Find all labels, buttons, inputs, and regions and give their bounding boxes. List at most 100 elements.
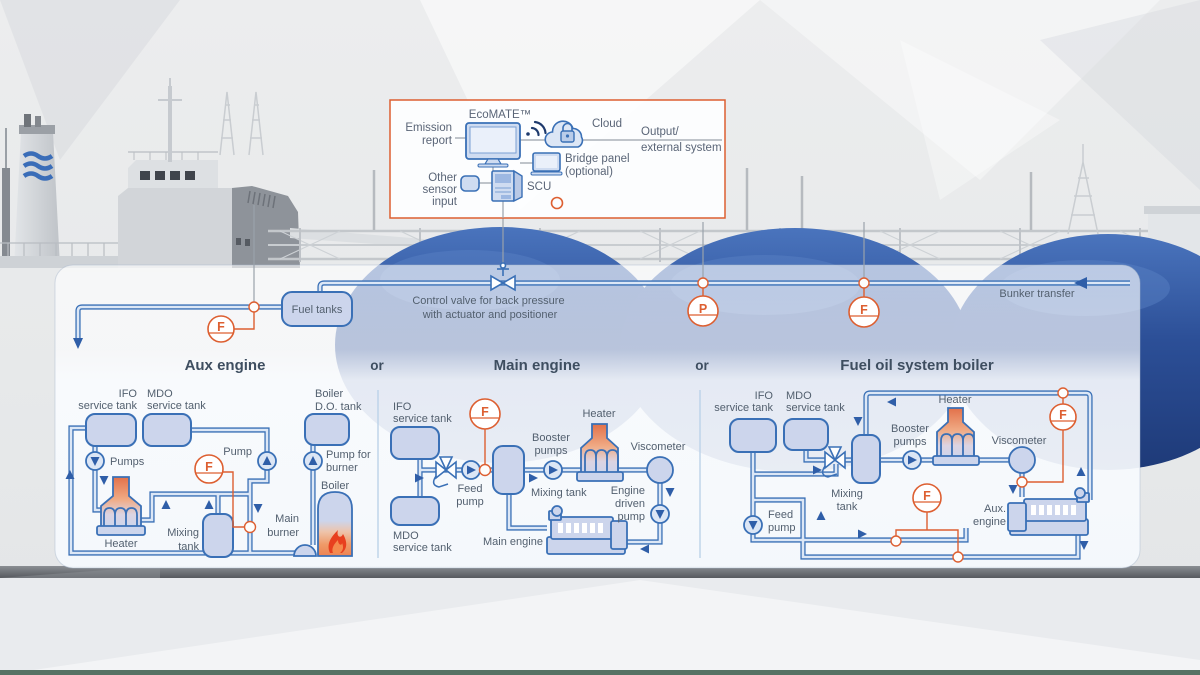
wifi-signal-icon [526,120,547,137]
arrow-up-icon [161,500,171,509]
sensor-leader-lines [253,205,865,302]
fuel-tanks [281,291,353,327]
engine-icon [546,505,628,555]
header-or: or [695,358,709,373]
flow-meter: F [469,398,501,430]
ecomate-title: EcoMATE™ [469,109,531,121]
heater-label: Heater [582,408,615,420]
pressure-meter: P [687,295,719,327]
svg-text:F: F [481,405,489,419]
boiler-do-tank [304,413,350,446]
bridge-panel-icon [530,152,563,176]
arrow-up-icon [816,511,826,520]
pump-icon [543,460,563,480]
sensor-tap [1057,387,1069,399]
ecomate-system-box: EcoMATE™ [389,99,726,219]
section-headers: Aux engine or Main engine or Fuel oil sy… [185,357,994,374]
system-panel [54,264,1141,569]
cloud-icon [544,120,584,148]
sensor-tap [243,520,257,534]
ifo-service-tank [85,413,137,447]
svg-text:F: F [1059,408,1067,422]
bridge-panel-label: Bridge panel(optional) [565,153,630,178]
bridge-wing [232,186,300,268]
arrow-down-icon [1079,541,1089,550]
arrow-left-icon [640,544,649,554]
funnel-logo-waves [22,151,54,181]
hull [0,566,1200,675]
svg-text:F: F [205,460,213,474]
scu-icon [491,169,523,203]
mdo-service-tank [142,413,192,447]
arrow-right-icon [415,473,424,483]
arrow-down-icon [73,338,83,349]
pump-icon [85,451,105,471]
sensor-tap [952,551,964,563]
cloud-label: Cloud [592,118,622,130]
pump-icon [743,515,763,535]
ifo-service-tank [729,418,777,453]
mixing-tank [202,513,234,558]
sensor-input-icon [460,175,480,192]
viscometer-icon [646,456,674,484]
three-way-valve-icon [821,446,846,478]
ship-port-structure [2,168,10,268]
pump-icon [650,504,670,524]
fuel-tanks-label: Fuel tanks [292,304,343,316]
pump-icon [902,450,922,470]
arrow-down-icon [253,504,263,513]
header-main-engine: Main engine [494,357,581,374]
heater-icon [576,423,624,482]
viscometer-label: Viscometer [992,435,1047,447]
heater-label: Heater [938,394,971,406]
arrow-down-icon [665,488,675,497]
arrow-down-icon [1008,485,1018,494]
burner-icon [293,544,317,557]
deck-poles [372,168,1033,230]
svg-text:P: P [699,302,707,316]
viscometer-label: Viscometer [631,441,686,453]
mdo-service-tank [390,496,440,526]
header-fuel-oil-boiler: Fuel oil system boiler [840,357,994,374]
boiler-icon [293,491,353,557]
bunker-transfer-label: Bunker transfer [999,288,1075,300]
waterline [0,670,1200,675]
arrow-up-icon [204,500,214,509]
ifo-service-tank [390,426,440,460]
control-valve-caption: Control valve for back pressure with act… [412,295,567,321]
aux-engine-label: Aux.engine [973,503,1006,528]
ship-superstructure [118,78,460,268]
boiler-label: Boiler [321,480,349,492]
main-engine-label: Main engine [483,536,543,548]
heater-icon [932,407,980,466]
bridge-wing-slats [247,190,276,209]
mixing-tank [851,434,881,484]
arrow-left-icon [887,397,896,407]
mdo-service-tank [783,418,829,451]
flow-meter: F [1049,403,1077,431]
arrow-right-icon [858,529,867,539]
arrow-right-icon [529,473,538,483]
svg-text:F: F [217,320,225,334]
main-pipe-sensors: F P F [207,277,880,343]
svg-text:F: F [923,489,931,503]
arrow-down-icon [853,417,863,426]
svg-text:F: F [860,303,868,317]
